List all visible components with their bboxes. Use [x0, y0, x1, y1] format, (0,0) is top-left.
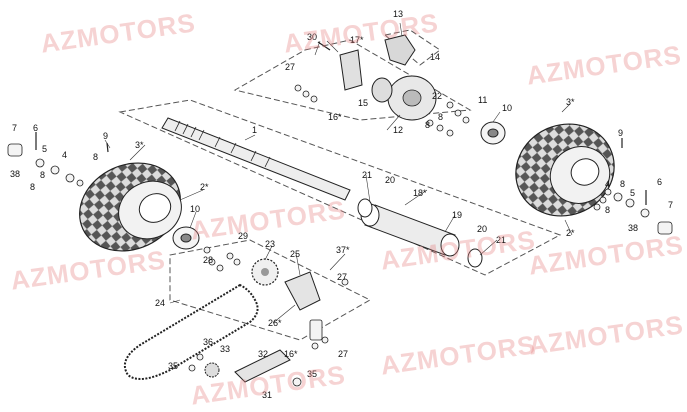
axle-housing	[357, 198, 483, 268]
label-18: 18*	[413, 188, 427, 198]
dashed-outlines	[118, 29, 562, 341]
label-2: 2*	[200, 182, 209, 192]
label-19: 19	[452, 210, 462, 220]
label-38: 38	[10, 169, 20, 179]
label-27: 27	[285, 62, 295, 72]
label-7: 7	[12, 123, 17, 133]
label-9: 9	[103, 131, 108, 141]
label-2: 2*	[566, 228, 575, 238]
label-7: 7	[668, 200, 673, 210]
label-3: 3*	[135, 140, 144, 150]
label-1: 1	[252, 125, 257, 135]
label-24: 24	[155, 298, 165, 308]
label-3: 3*	[566, 97, 575, 107]
label-14: 14	[430, 52, 440, 62]
label-35: 35	[307, 369, 317, 379]
label-8: 8	[30, 182, 35, 192]
label-16: 16*	[284, 349, 298, 359]
hardware-parts	[7, 84, 673, 387]
sprocket	[251, 258, 279, 286]
label-8: 8	[438, 112, 443, 122]
label-21: 21	[496, 235, 506, 245]
label-25: 25	[290, 249, 300, 259]
label-26: 26*	[268, 318, 282, 328]
brake-caliper	[384, 34, 416, 66]
label-11: 11	[478, 95, 487, 105]
rear-axle	[161, 117, 351, 201]
hub-flange	[371, 77, 393, 103]
label-4: 4	[62, 150, 67, 160]
label-23: 23	[265, 239, 275, 249]
label-4: 4	[605, 179, 610, 189]
label-36: 36	[203, 337, 213, 347]
label-29: 29	[238, 231, 248, 241]
label-27: 27	[338, 349, 348, 359]
label-22: 22	[432, 91, 442, 101]
label-6: 6	[657, 177, 662, 187]
left-hub	[172, 226, 200, 250]
left-tire	[79, 162, 182, 252]
brake-disc	[387, 75, 437, 121]
label-31: 31	[262, 390, 272, 400]
drive-chain	[124, 283, 259, 380]
caliper-bracket	[339, 49, 363, 91]
label-8: 8	[40, 170, 45, 180]
label-20: 20	[477, 224, 487, 234]
label-6: 6	[33, 123, 38, 133]
label-8: 8	[605, 205, 610, 215]
label-21: 21	[362, 170, 372, 180]
label-16: 16*	[328, 112, 342, 122]
label-37: 37*	[336, 245, 350, 255]
bolts	[35, 41, 647, 205]
label-10: 10	[190, 204, 200, 214]
label-17: 17*	[350, 35, 364, 45]
eccentric-arm	[234, 349, 291, 383]
label-9: 9	[618, 128, 623, 138]
label-32: 32	[258, 349, 268, 359]
label-33: 33	[220, 344, 230, 354]
label-5: 5	[630, 188, 635, 198]
label-20: 20	[385, 175, 395, 185]
label-10: 10	[502, 103, 512, 113]
right-tire	[515, 123, 615, 217]
label-8: 8	[93, 152, 98, 162]
label-35: 35	[168, 361, 178, 371]
label-5: 5	[42, 144, 47, 154]
label-12: 12	[393, 125, 403, 135]
label-38: 38	[628, 223, 638, 233]
label-27: 27	[337, 272, 347, 282]
label-8: 8	[425, 120, 430, 130]
label-13: 13	[393, 9, 403, 19]
right-hub	[480, 121, 506, 145]
part-number-labels: 1 2* 2* 3* 3* 4 4 5 5 6 6 7 7 8 8 8 8 8 …	[10, 9, 673, 400]
label-30: 30	[307, 32, 317, 42]
front-sprocket	[204, 362, 220, 378]
label-8: 8	[620, 179, 625, 189]
label-15: 15	[358, 98, 368, 108]
label-28: 28	[203, 255, 213, 265]
leader-lines	[104, 22, 573, 324]
sprocket-carrier	[284, 271, 321, 311]
